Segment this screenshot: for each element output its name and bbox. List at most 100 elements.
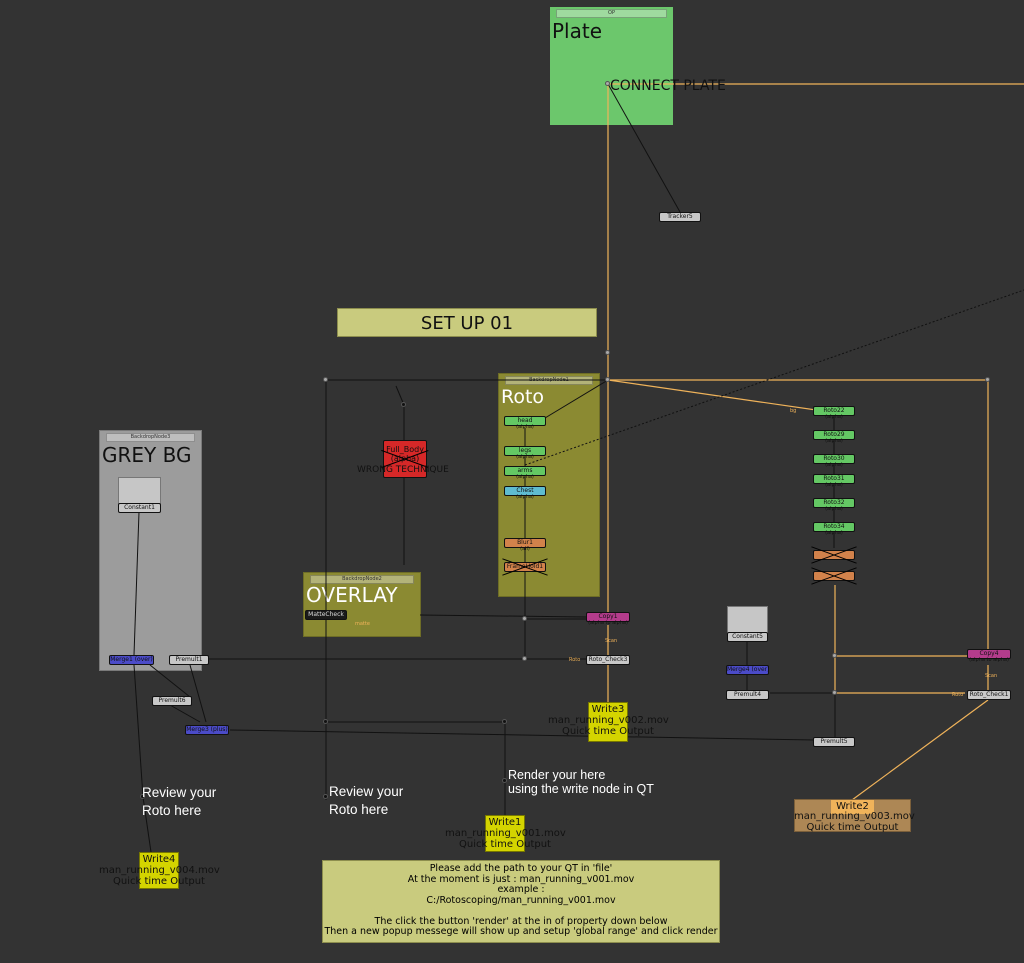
dot-node[interactable] [140,794,145,799]
write1-desc: Quick time Output [459,839,551,850]
note-line: example : [497,884,545,895]
pin-label: Roto [569,657,581,663]
review-roto-sticky-1[interactable]: Review your Roto here [142,785,217,818]
copy4-node[interactable]: Copy4 (alpha to alpha) [967,649,1011,663]
roto-head-node[interactable]: head (alpha) [504,416,546,430]
constant1-node[interactable]: Constant1 [118,503,161,513]
node-label: Roto29 [823,431,845,438]
backdrop-overlay[interactable]: BackdropNode2 OVERLAY [303,572,421,637]
write3-file: man_running_v002.mov [548,715,669,726]
roto-check3-node[interactable]: Roto_Check3 [586,655,630,665]
backdrop-label: OVERLAY [306,583,398,607]
constant5-node[interactable]: Constant5 [727,632,768,642]
write3-desc: Quick time Output [562,726,654,737]
write1-node[interactable]: Write1 [485,815,525,852]
roto29-node[interactable]: Roto29 (alpha) [813,430,855,444]
write4-file: man_running_v004.mov [99,865,220,876]
constant5-swatch[interactable] [727,606,768,634]
dot-node[interactable] [605,350,610,355]
write2-file: man_running_v003.mov [794,811,915,822]
roto32-node[interactable]: Roto32 (alpha) [813,498,855,512]
merge-node[interactable]: Merge3 (plus) [185,725,229,735]
premult6-node[interactable]: Premult6 [152,696,192,706]
write2-desc: Quick time Output [806,822,899,833]
blur-disabled-node[interactable] [813,550,855,560]
wrong-technique-label: WRONG TECHNIQUE [357,465,449,475]
premult1-node[interactable]: Premult1 [169,655,209,665]
node-sublabel: (alpha to alpha) [969,657,1009,663]
dot-node[interactable] [605,81,610,86]
dot-node[interactable] [323,794,328,799]
roto31-node[interactable]: Roto31 (alpha) [813,474,855,488]
dot-node[interactable] [522,616,527,621]
note-line: C:/Rotoscoping/man_running_v001.mov [426,894,616,906]
merge4-node[interactable]: Merge4 (over) [726,665,770,675]
write3-node[interactable]: Write3 [588,702,628,742]
note-line: At the moment is just : man_running_v001… [407,873,635,885]
dot-node[interactable] [832,653,837,658]
node-label: head [517,417,533,424]
backdrop-label: Plate [552,19,603,43]
dot-node[interactable] [323,719,328,724]
instructions-note[interactable]: Please add the path to your QT in 'file'… [322,860,720,943]
write-name: Write3 [591,704,625,715]
backdrop-header: BackdropNode3 [106,433,195,442]
node-label: Copy1 [598,613,618,620]
roto-chest-node[interactable]: Chest (alpha) [504,486,546,500]
pin-label: bg [790,408,797,414]
setup-title: SET UP 01 [420,313,514,334]
dot-node[interactable] [605,377,610,382]
node-sublabel: (alpha) [825,438,843,444]
pin-label: Scan [605,638,618,644]
roto22-node[interactable]: Roto22 (alpha) [813,406,855,420]
node-label: Copy4 [979,650,999,657]
merge-node[interactable]: Merge1 (over) [109,655,154,665]
backdrop-header: BackdropNode1 [505,376,593,385]
backdrop-grey-bg[interactable]: BackdropNode3 GREY BG [99,430,202,671]
dot-node[interactable] [502,778,507,783]
write2-node[interactable]: Write2 [794,799,911,832]
node-label: arms [517,467,533,474]
roto-arms-node[interactable]: arms (alpha) [504,466,546,480]
premult4-node[interactable]: Premult4 [726,690,769,700]
render-sticky[interactable]: Render your here using the write node in… [508,768,654,796]
backdrop-plate[interactable]: OP Plate [550,7,673,125]
backdrop-header: OP [556,9,667,18]
write1-file: man_running_v001.mov [445,828,566,839]
framehold-disabled-node[interactable] [813,571,855,581]
node-sublabel: (alpha) [516,424,534,430]
node-sublabel: (alpha) [825,462,843,468]
write4-node[interactable]: Write4 [139,852,179,889]
write-name: Write4 [142,854,176,865]
dot-node[interactable] [401,402,406,407]
dot-node[interactable] [985,377,990,382]
premult5-node[interactable]: Premult5 [813,737,855,747]
setup-title-backdrop[interactable]: SET UP 01 [337,308,597,337]
backdrop-header: BackdropNode2 [310,575,414,584]
node-label: Blur1 [517,539,533,546]
copy1-node[interactable]: Copy1 (alpha to alpha) [586,612,630,626]
dot-node[interactable] [502,719,507,724]
matte-check-node[interactable]: MatteCheck [305,610,347,620]
review-roto-sticky-2[interactable]: Review your Roto here [329,784,404,817]
full-body-roto-node[interactable]: Full_Body (alpha) [383,440,427,478]
node-label: legs [518,447,532,454]
tracker5-node[interactable]: Tracker5 [659,212,701,222]
node-sublabel: (all) [520,546,530,552]
roto30-node[interactable]: Roto30 (alpha) [813,454,855,468]
dot-node[interactable] [323,377,328,382]
constant1-swatch[interactable] [118,477,161,504]
dot-node[interactable] [832,690,837,695]
blur1-node[interactable]: Blur1 (all) [504,538,546,552]
node-sublabel: (alpha) [516,494,534,500]
framehold-node[interactable]: FrameHold1 [504,562,546,572]
node-label: Roto32 [823,499,845,506]
roto-legs-node[interactable]: legs (alpha) [504,446,546,460]
roto-check1-node[interactable]: Roto_Check1 [967,690,1011,700]
roto34-node[interactable]: Roto34 (alpha) [813,522,855,536]
pin-label: Roto [952,692,964,698]
node-label: Roto34 [823,523,845,530]
node-sublabel: (alpha) [516,454,534,460]
dot-node[interactable] [522,656,527,661]
